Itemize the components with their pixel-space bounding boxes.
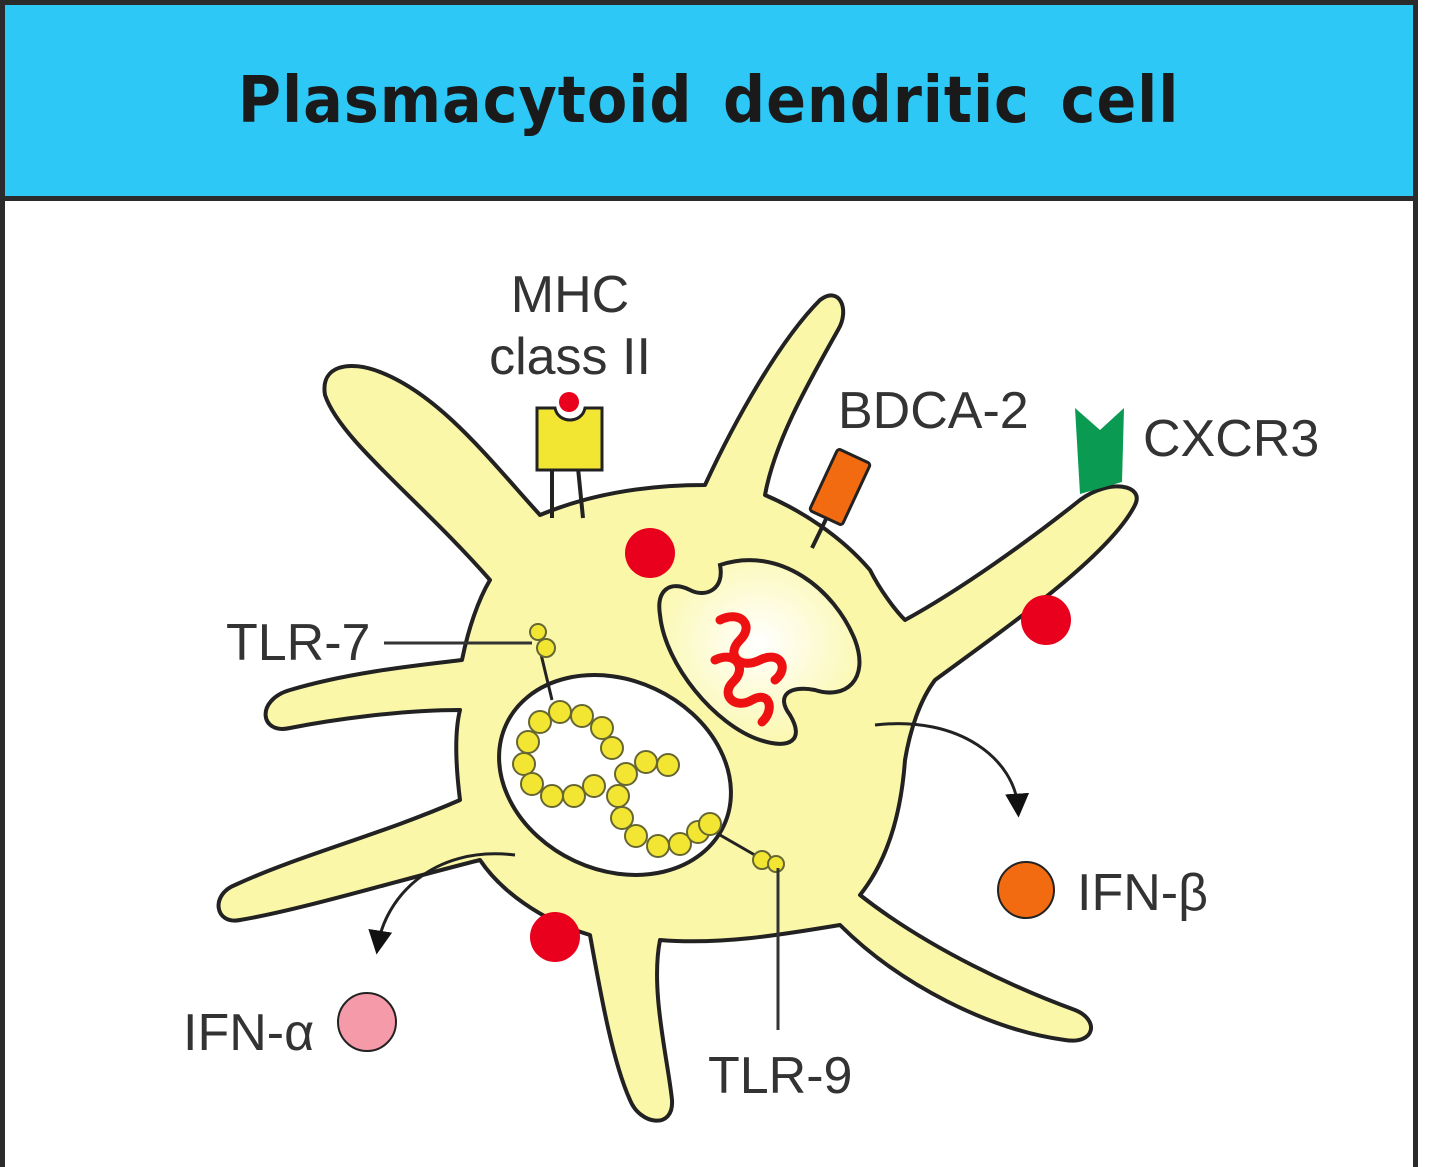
diagram-title: Plasmacytoid dendritic cell — [238, 63, 1180, 138]
viral-capsid-icon — [606, 750, 722, 858]
nucleus — [657, 558, 862, 746]
tlr9-receptor-icon — [719, 833, 785, 873]
bdca2-receptor-icon — [808, 448, 872, 549]
ifn-alpha-molecule-icon — [337, 992, 397, 1052]
mhc-class-ii-icon — [535, 392, 604, 519]
granule-icon — [1021, 595, 1071, 645]
dna-strand-icon — [710, 612, 787, 727]
mhc-label-line1: MHC — [511, 266, 629, 324]
ifn-beta-arrow — [874, 722, 1030, 818]
tlr7-receptor-icon — [529, 623, 556, 701]
tlr9-label: TLR-9 — [708, 1047, 852, 1105]
tlr7-label: TLR-7 — [226, 614, 370, 672]
granule-icon — [625, 528, 675, 578]
ifn-beta-label: IFN-β — [1077, 864, 1208, 922]
cxcr3-receptor-icon — [1075, 408, 1124, 494]
bdca2-label: BDCA-2 — [838, 382, 1029, 440]
ifn-beta-molecule-icon — [997, 861, 1055, 919]
title-banner: Plasmacytoid dendritic cell — [5, 5, 1413, 201]
mhc-label-line2: class II — [489, 328, 651, 386]
cxcr3-label: CXCR3 — [1143, 410, 1319, 468]
ifn-alpha-arrow — [368, 852, 516, 955]
viral-capsid-icon — [512, 700, 624, 808]
granule-icon — [530, 912, 580, 962]
ifn-alpha-label: IFN-α — [183, 1004, 314, 1062]
